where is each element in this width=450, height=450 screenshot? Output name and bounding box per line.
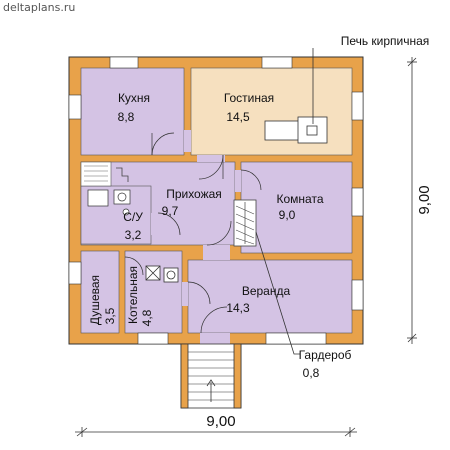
wardrobe-label: Гардероб xyxy=(299,348,352,362)
dimension-lines xyxy=(75,57,417,437)
kitchen-label: Кухня xyxy=(118,91,150,105)
shower-floor xyxy=(80,250,120,334)
stair-area xyxy=(80,161,112,187)
bath-area: 3,2 xyxy=(125,228,142,242)
door-swings xyxy=(124,132,262,334)
windows xyxy=(68,56,364,345)
living-area: 14,5 xyxy=(226,110,250,124)
leader-lines xyxy=(255,48,314,355)
room-floor xyxy=(240,161,353,254)
kitchen-area: 8,8 xyxy=(118,110,135,124)
room-label: Комната xyxy=(277,192,324,206)
boiler-label: Котельная xyxy=(126,266,140,324)
height-dimension: 9,00 xyxy=(416,185,433,214)
door-gaps xyxy=(151,130,241,344)
width-dimension: 9,00 xyxy=(206,413,235,430)
veranda-area: 14,3 xyxy=(226,301,250,315)
stove-label: Печь кирпичная xyxy=(341,34,430,48)
kitchen-floor xyxy=(80,67,185,156)
shower-area: 3,5 xyxy=(103,307,117,324)
bath-label: С/У xyxy=(123,210,143,224)
stove xyxy=(264,116,328,144)
stair-steps xyxy=(84,165,108,182)
bath-fixtures xyxy=(87,189,131,216)
living-floor xyxy=(190,67,353,156)
hall-label: Прихожая xyxy=(166,187,222,201)
boiler-area: 4,8 xyxy=(140,309,154,326)
porch-stairs xyxy=(180,343,242,409)
site-watermark: deltaplans.ru xyxy=(3,1,76,14)
hall-area: 9,7 xyxy=(162,204,179,218)
boiler-fixtures xyxy=(145,265,179,283)
veranda-label: Веранда xyxy=(242,284,291,298)
veranda-floor xyxy=(187,259,353,334)
living-label: Гостиная xyxy=(224,91,274,105)
wardrobe-area: 0,8 xyxy=(303,366,320,380)
room-area: 9,0 xyxy=(279,208,296,222)
boiler-floor xyxy=(124,250,183,334)
shower-label: Душевая xyxy=(88,275,102,325)
